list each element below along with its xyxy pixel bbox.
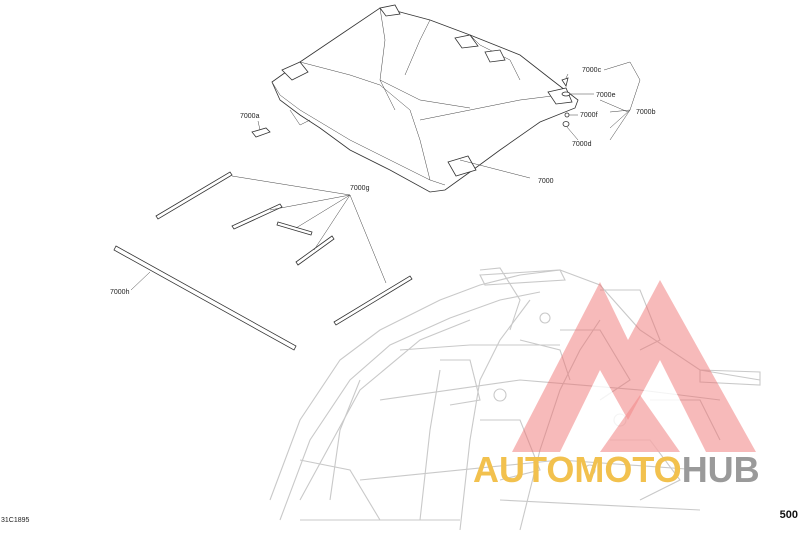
drawing-code: 31C1895 <box>1 517 30 524</box>
leader-lines <box>130 61 641 291</box>
callout-7000b: 7000b <box>636 109 656 116</box>
callout-7000d: 7000d <box>572 141 592 148</box>
part-7000a <box>251 127 271 138</box>
strip-7000h <box>113 245 297 351</box>
callout-7000f: 7000f <box>580 112 598 119</box>
callout-7000c: 7000c <box>582 67 602 74</box>
callout-7000h: 7000h <box>110 289 130 296</box>
callout-7000e: 7000e <box>596 92 616 99</box>
watermark-moto: MOTO <box>574 449 682 490</box>
watermark-hub: HUB <box>681 449 760 490</box>
watermark-brand: AUTOMOTOHUB <box>473 452 760 488</box>
callout-7000: 7000 <box>538 178 554 185</box>
watermark-auto: AUTO <box>473 449 575 490</box>
watermark-logo <box>512 280 756 452</box>
callout-labels: 7000a 7000 7000c 7000e 7000b 7000f 7000d… <box>110 67 656 296</box>
roof-panel <box>271 4 579 193</box>
nut-icon <box>564 112 570 118</box>
screw-icon <box>561 77 569 87</box>
callout-7000g: 7000g <box>350 185 370 192</box>
hardware-icons <box>561 77 571 127</box>
vehicle-frame <box>269 267 761 531</box>
washer-icon <box>561 91 571 97</box>
grommet-icon <box>562 121 570 127</box>
seal-strips-7000g <box>155 171 413 326</box>
page-number: 500 <box>779 509 798 521</box>
callout-7000a: 7000a <box>240 113 260 120</box>
